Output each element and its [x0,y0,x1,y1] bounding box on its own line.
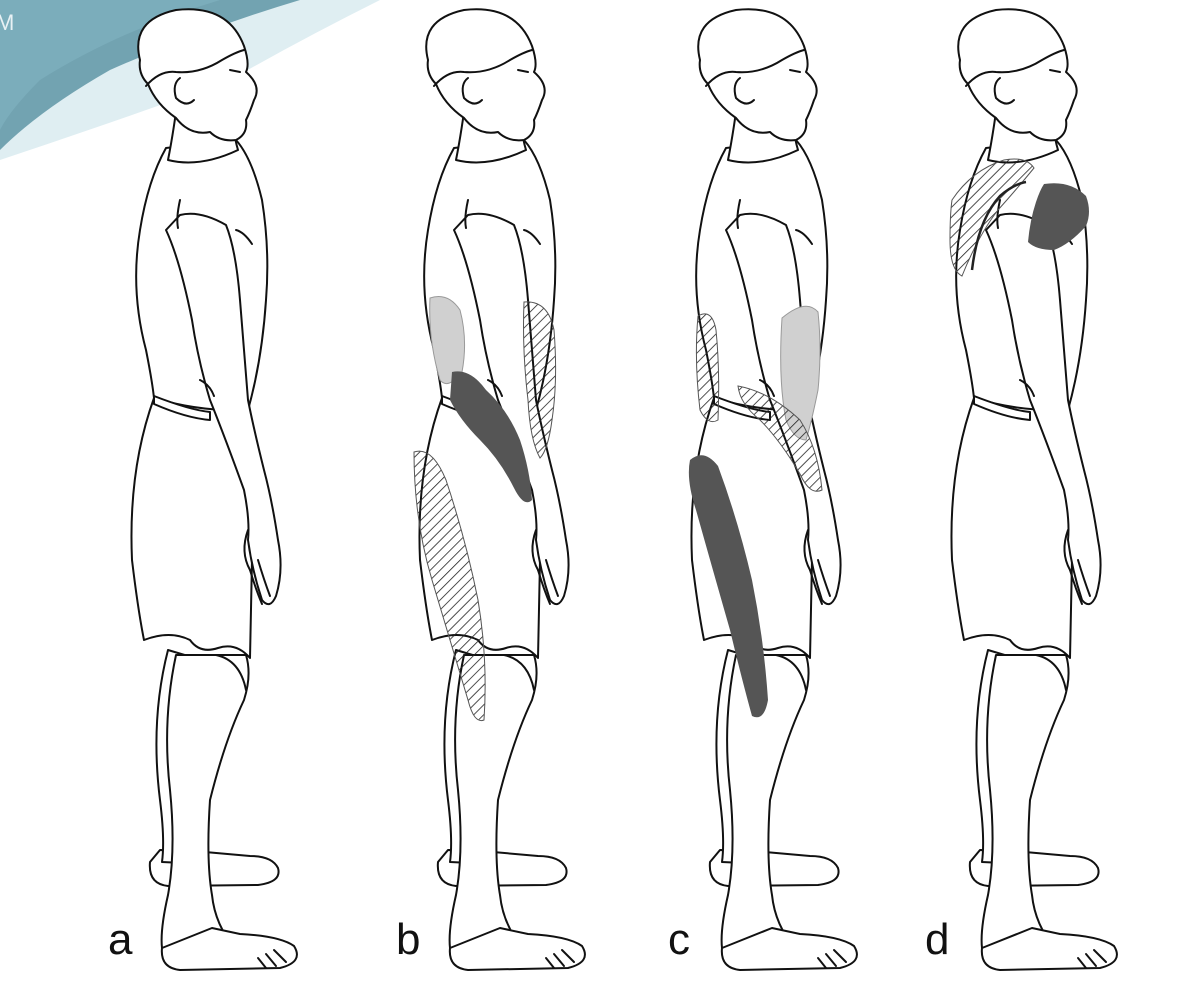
panel-b-lumbar-light-area [430,297,465,384]
panel-c-figure [689,9,857,970]
panel-b-figure [414,9,585,970]
panel-d-figure [950,9,1117,970]
panel-c-lumbar-hatched-area [696,314,718,422]
panel-label-b: b [396,918,420,962]
panel-a-figure [131,9,296,970]
panel-label-c: c [668,918,690,962]
panel-label-d: d [925,918,949,962]
panel-label-a: a [108,918,132,962]
